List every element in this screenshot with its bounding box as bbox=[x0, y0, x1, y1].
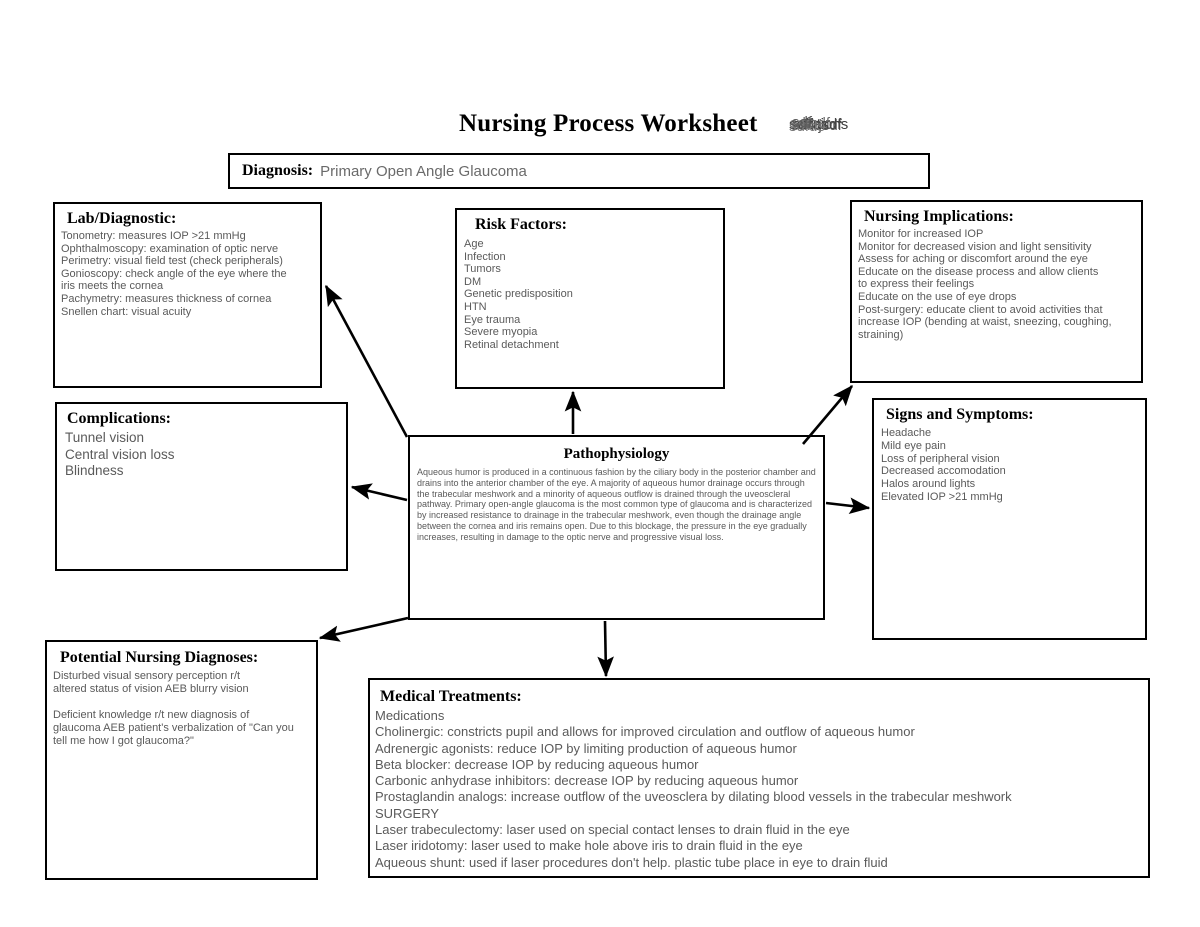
signs-and-symptoms-title: Signs and Symptoms: bbox=[886, 406, 1034, 423]
diagnosis-label: Diagnosis: bbox=[242, 162, 314, 179]
arrow-patho-to-signs bbox=[825, 497, 871, 515]
pathophysiology-box: Pathophysiology Aqueous humor is produce… bbox=[408, 435, 825, 620]
arrow-patho-to-diagnoses bbox=[318, 616, 409, 642]
scribble-text-5: sdfds bbox=[789, 118, 825, 135]
scribble-text-2: sdfkjsdf bbox=[791, 117, 842, 134]
page-title: Nursing Process Worksheet bbox=[459, 110, 758, 137]
complications-box: Complications: Tunnel vision Central vis… bbox=[55, 402, 348, 571]
signs-and-symptoms-body: Headache Mild eye pain Loss of periphera… bbox=[881, 427, 1006, 503]
lab-diagnostic-title: Lab/Diagnostic: bbox=[67, 210, 177, 227]
nursing-implications-body: Monitor for increased IOP Monitor for de… bbox=[858, 228, 1112, 341]
complications-body: Tunnel vision Central vision loss Blindn… bbox=[65, 430, 175, 478]
potential-nursing-diagnoses-body: Disturbed visual sensory perception r/t … bbox=[53, 670, 294, 747]
signs-and-symptoms-box: Signs and Symptoms: Headache Mild eye pa… bbox=[872, 398, 1147, 640]
nursing-implications-box: Nursing Implications: Monitor for increa… bbox=[850, 200, 1143, 383]
diagnosis-value: Primary Open Angle Glaucoma bbox=[320, 162, 527, 180]
arrow-patho-to-treatments bbox=[597, 620, 614, 678]
medical-treatments-title: Medical Treatments: bbox=[380, 688, 522, 705]
scribble-text-3: sdfsdf bbox=[790, 115, 831, 132]
potential-nursing-diagnoses-title: Potential Nursing Diagnoses: bbox=[60, 649, 259, 666]
title-overlay-scribble: solutions sdfkjsdf sdfsdf sdfasdf sdfds … bbox=[789, 114, 909, 140]
medical-treatments-body: Medications Cholinergic: constricts pupi… bbox=[375, 708, 1012, 870]
scribble-text-4: sdfasdf bbox=[793, 116, 842, 133]
risk-factors-box: Risk Factors: Age Infection Tumors DM Ge… bbox=[455, 208, 725, 389]
medical-treatments-box: Medical Treatments: Medications Choliner… bbox=[368, 678, 1150, 878]
pathophysiology-body: Aqueous humor is produced in a continuou… bbox=[417, 467, 816, 542]
pathophysiology-title: Pathophysiology bbox=[563, 446, 670, 462]
nursing-implications-title: Nursing Implications: bbox=[864, 208, 1014, 225]
complications-title: Complications: bbox=[67, 410, 171, 427]
arrow-patho-to-complications bbox=[350, 483, 408, 502]
scribble-text-6: sdf bbox=[792, 114, 813, 131]
lab-diagnostic-body: Tonometry: measures IOP >21 mmHg Ophthal… bbox=[61, 230, 287, 318]
potential-nursing-diagnoses-box: Potential Nursing Diagnoses: Disturbed v… bbox=[45, 640, 318, 880]
diagnosis-box: Diagnosis: Primary Open Angle Glaucoma bbox=[228, 153, 930, 189]
scribble-text-1: solutions bbox=[789, 116, 849, 133]
risk-factors-title: Risk Factors: bbox=[475, 216, 567, 233]
risk-factors-body: Age Infection Tumors DM Genetic predispo… bbox=[464, 238, 573, 351]
lab-diagnostic-box: Lab/Diagnostic: Tonometry: measures IOP … bbox=[53, 202, 322, 388]
